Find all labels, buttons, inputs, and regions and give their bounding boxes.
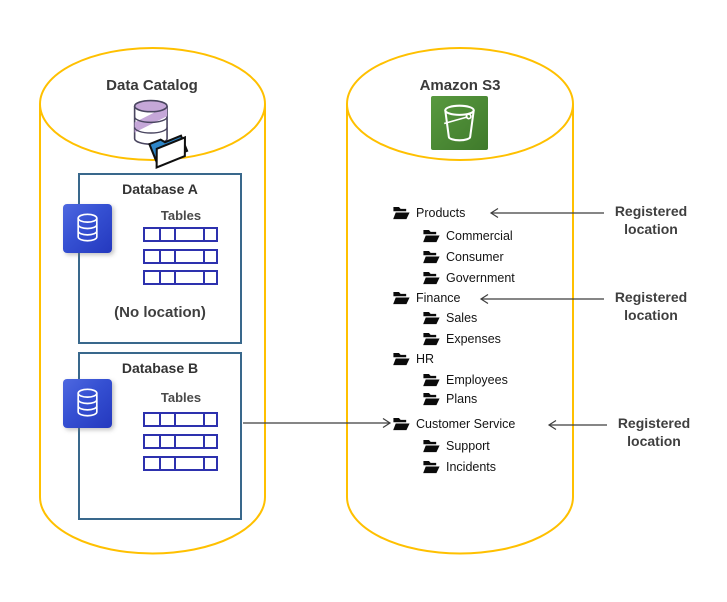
registered-location-label-products: Registered location	[614, 203, 688, 237]
database-a-box	[78, 173, 242, 344]
amazon-s3-cylinder-shape	[346, 47, 574, 555]
data-catalog-title: Data Catalog	[106, 77, 198, 94]
s3-folder-incidents: Incidents	[423, 458, 496, 475]
open-folder-icon	[393, 417, 410, 430]
folder-label: Incidents	[446, 459, 497, 474]
open-folder-icon	[423, 439, 440, 452]
arrows	[243, 207, 607, 431]
table-row	[143, 249, 218, 264]
data-catalog-cylinder-shape	[39, 47, 266, 555]
folder-label: Plans	[446, 391, 478, 406]
table-row	[143, 434, 218, 449]
s3-folder-government: Government	[423, 269, 515, 286]
s3-folder-plans: Plans	[423, 390, 477, 407]
arrow-database-b-to-customer-service	[243, 417, 392, 429]
s3-folder-products: Products	[393, 204, 465, 221]
amazon-s3-title: Amazon S3	[419, 77, 501, 94]
s3-folder-finance: Finance	[393, 289, 460, 306]
database-b-tables-label: Tables	[160, 390, 202, 405]
folder-label: Sales	[446, 310, 478, 325]
table-row	[143, 270, 218, 285]
folder-label: Support	[446, 438, 490, 453]
open-folder-icon	[393, 206, 410, 219]
open-folder-icon	[393, 291, 410, 304]
arrow-registered-customer-service	[547, 419, 607, 431]
s3-folder-employees: Employees	[423, 371, 508, 388]
s3-folder-support: Support	[423, 437, 490, 454]
database-a-tables-label: Tables	[160, 208, 202, 223]
folder-label: Expenses	[446, 331, 501, 346]
table-row	[143, 227, 218, 242]
s3-folder-commercial: Commercial	[423, 227, 513, 244]
folder-label: Customer Service	[416, 416, 516, 431]
database-b-title: Database B	[121, 360, 199, 376]
s3-folder-hr: HR	[393, 350, 434, 367]
folder-label: Employees	[446, 372, 508, 387]
open-folder-icon	[423, 332, 440, 345]
open-folder-icon	[423, 229, 440, 242]
folder-label: Products	[416, 205, 466, 220]
table-row	[143, 412, 218, 427]
database-b-box	[78, 352, 242, 520]
folder-label: Finance	[416, 290, 461, 305]
folder-label: Commercial	[446, 228, 513, 243]
folder-label: HR	[416, 351, 435, 366]
registered-location-label-finance: Registered location	[614, 289, 688, 323]
database-a-no-location-note: (No location)	[114, 304, 206, 321]
open-folder-icon	[423, 373, 440, 386]
database-a-title: Database A	[122, 181, 198, 197]
s3-folder-sales: Sales	[423, 309, 477, 326]
folder-label: Government	[446, 270, 515, 285]
s3-folder-customer-service: Customer Service	[393, 415, 515, 432]
open-folder-icon	[423, 250, 440, 263]
s3-folder-consumer: Consumer	[423, 248, 504, 265]
open-folder-icon	[423, 460, 440, 473]
open-folder-icon	[423, 311, 440, 324]
registered-location-label-customer-service: Registered location	[617, 415, 691, 449]
open-folder-icon	[393, 352, 410, 365]
open-folder-icon	[423, 392, 440, 405]
data-catalog-icon	[127, 96, 197, 169]
arrow-registered-finance	[479, 293, 604, 305]
folder-label: Consumer	[446, 249, 504, 264]
s3-folder-expenses: Expenses	[423, 330, 501, 347]
database-b-icon	[63, 379, 112, 428]
open-folder-icon	[423, 271, 440, 284]
arrow-registered-products	[489, 207, 604, 219]
table-row	[143, 456, 218, 471]
s3-bucket-icon	[431, 96, 488, 150]
database-a-icon	[63, 204, 112, 253]
